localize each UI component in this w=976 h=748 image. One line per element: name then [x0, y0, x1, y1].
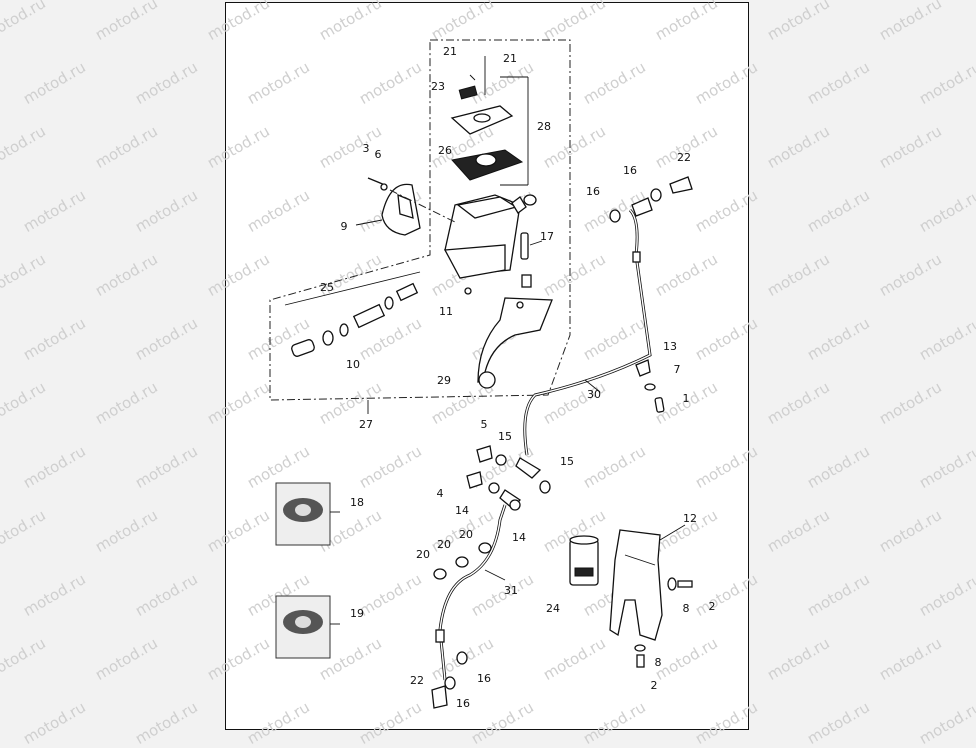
lever-29 — [464, 232, 553, 389]
part-label: 8 — [655, 656, 662, 669]
clamp-9 — [367, 177, 456, 236]
part-label: 9 — [341, 220, 348, 233]
master-cylinder — [443, 194, 537, 279]
cover-gasket-assembly — [450, 56, 524, 181]
part-label: 1 — [683, 392, 690, 405]
part-label: 20 — [416, 548, 430, 561]
clutch-line-30 — [523, 176, 693, 456]
part-label: 13 — [663, 340, 677, 353]
part-label: 29 — [437, 374, 451, 387]
clutch-line-31 — [431, 504, 507, 709]
part-label: 28 — [537, 120, 551, 133]
part-label: 22 — [677, 151, 691, 164]
parts-diagram: 1223456788910111213141415151616161617181… — [269, 39, 716, 710]
lower-fittings — [466, 445, 551, 511]
part-label: 7 — [674, 363, 681, 376]
part-label: 14 — [455, 504, 469, 517]
fittings-right — [635, 359, 665, 413]
leader-lines — [330, 76, 686, 625]
part-label: 5 — [481, 418, 488, 431]
part-label: 6 — [375, 148, 382, 161]
part-label: 30 — [587, 388, 601, 401]
part-label: 24 — [546, 602, 560, 615]
slave-cylinder-24 — [569, 535, 599, 586]
part-label: 16 — [456, 697, 470, 710]
part-label: 12 — [683, 512, 697, 525]
part-label: 19 — [350, 607, 364, 620]
part-label: 2 — [709, 600, 716, 613]
part-label: 18 — [350, 496, 364, 509]
pushrod-assembly — [284, 271, 421, 357]
part-label: 27 — [359, 418, 373, 431]
part-label: 31 — [504, 584, 518, 597]
part-label: 16 — [623, 164, 637, 177]
part-label: 15 — [498, 430, 512, 443]
part-label: 17 — [540, 230, 554, 243]
part-label: 23 — [431, 80, 445, 93]
part-label: 20 — [437, 538, 451, 551]
part-label: 3 — [363, 142, 370, 155]
part-label: 10 — [346, 358, 360, 371]
part-label: 16 — [477, 672, 491, 685]
part-label: 14 — [512, 531, 526, 544]
part-label: 4 — [437, 487, 444, 500]
part-label: 25 — [320, 281, 334, 294]
part-label: 21 — [503, 52, 517, 65]
group-outline-27 — [269, 39, 571, 401]
bracket-12 — [609, 529, 693, 668]
badge-18 — [275, 482, 331, 546]
part-label: 8 — [683, 602, 690, 615]
badge-19 — [275, 595, 331, 659]
grommets-20 — [433, 542, 492, 580]
part-labels: 1223456788910111213141415151616161617181… — [320, 45, 716, 710]
part-label: 2 — [651, 679, 658, 692]
part-label: 21 — [443, 45, 457, 58]
part-label: 11 — [439, 305, 453, 318]
part-label: 26 — [438, 144, 452, 157]
part-label: 16 — [586, 185, 600, 198]
part-label: 15 — [560, 455, 574, 468]
part-label: 22 — [410, 674, 424, 687]
part-label: 20 — [459, 528, 473, 541]
